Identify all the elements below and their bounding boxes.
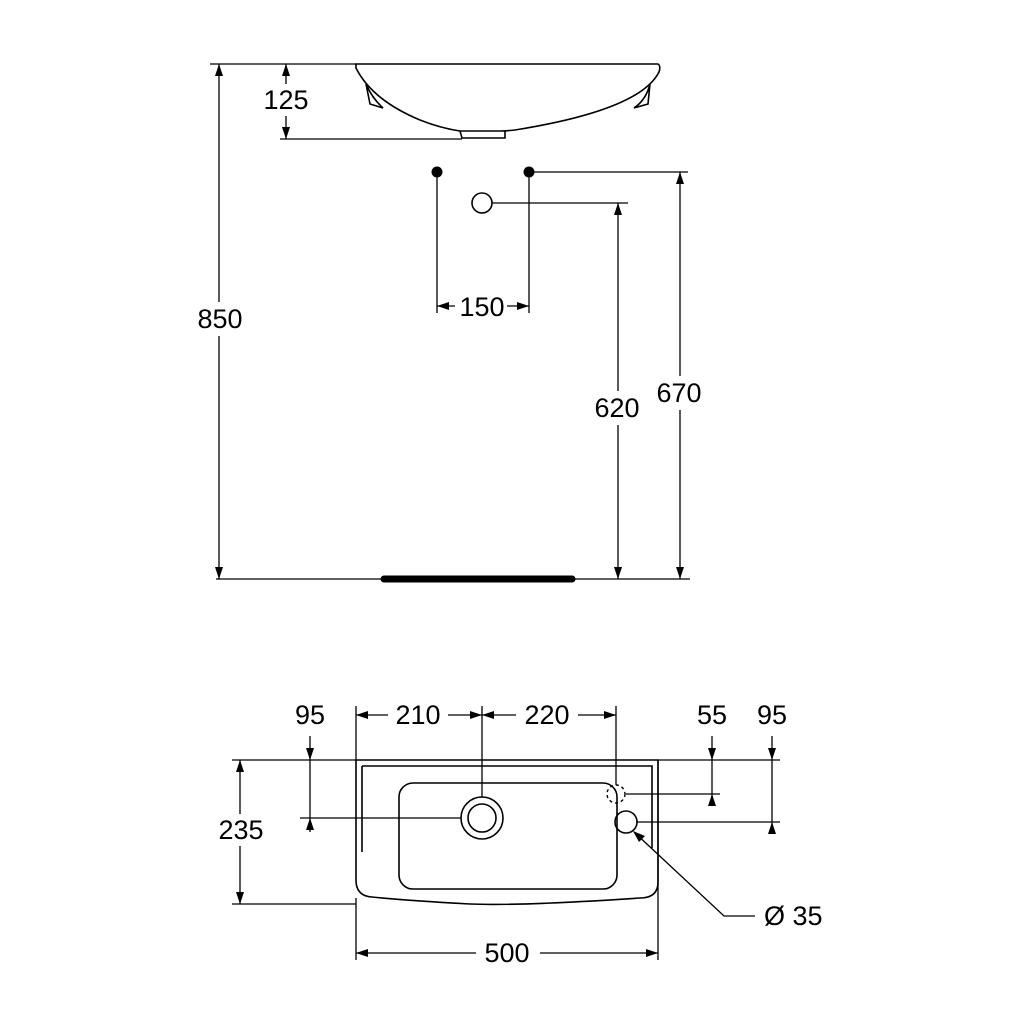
dimension-label-125: 125 <box>263 85 308 115</box>
dimension-label-220: 220 <box>524 700 569 730</box>
basin-bowl <box>398 782 618 890</box>
dimension-label-55: 55 <box>697 700 727 730</box>
side-view: 850 125 150 620 <box>194 63 710 583</box>
basin-side-profile <box>355 63 661 139</box>
top-view: 210 220 95 235 <box>212 700 823 969</box>
tap-hole-inner-ring <box>467 803 497 833</box>
dimension-220: 220 <box>482 700 616 730</box>
dimension-label-150: 150 <box>459 292 504 322</box>
dimension-95-right: 95 <box>637 700 787 834</box>
dimension-95-left: 95 <box>295 700 461 832</box>
diameter-leader: Ø 35 <box>633 831 823 931</box>
dimension-label-diameter: Ø 35 <box>764 901 823 931</box>
dimension-620: 620 <box>492 202 648 579</box>
dimension-235: 235 <box>212 759 356 905</box>
dimension-500: 500 <box>356 937 658 969</box>
overflow-hole <box>614 810 638 834</box>
basin-inner-rim <box>361 765 653 852</box>
dimension-850: 850 <box>194 63 356 579</box>
basin-outer-outline <box>355 759 659 906</box>
dimension-label-210: 210 <box>395 700 440 730</box>
dimension-125: 125 <box>258 64 462 140</box>
dimension-label-95-left: 95 <box>295 700 325 730</box>
dimension-label-235: 235 <box>218 815 263 845</box>
dimension-label-670: 670 <box>656 378 701 408</box>
dimension-150: 150 <box>436 172 530 322</box>
dimension-210: 210 <box>356 700 482 730</box>
dimension-label-500: 500 <box>484 938 529 968</box>
dimension-55: 55 <box>626 700 780 806</box>
dimension-670: 670 <box>529 171 710 579</box>
dimension-label-850: 850 <box>197 304 242 334</box>
waste-outlet-circle <box>471 192 493 214</box>
dimension-label-95-right: 95 <box>757 700 787 730</box>
dimension-label-620: 620 <box>594 393 639 423</box>
